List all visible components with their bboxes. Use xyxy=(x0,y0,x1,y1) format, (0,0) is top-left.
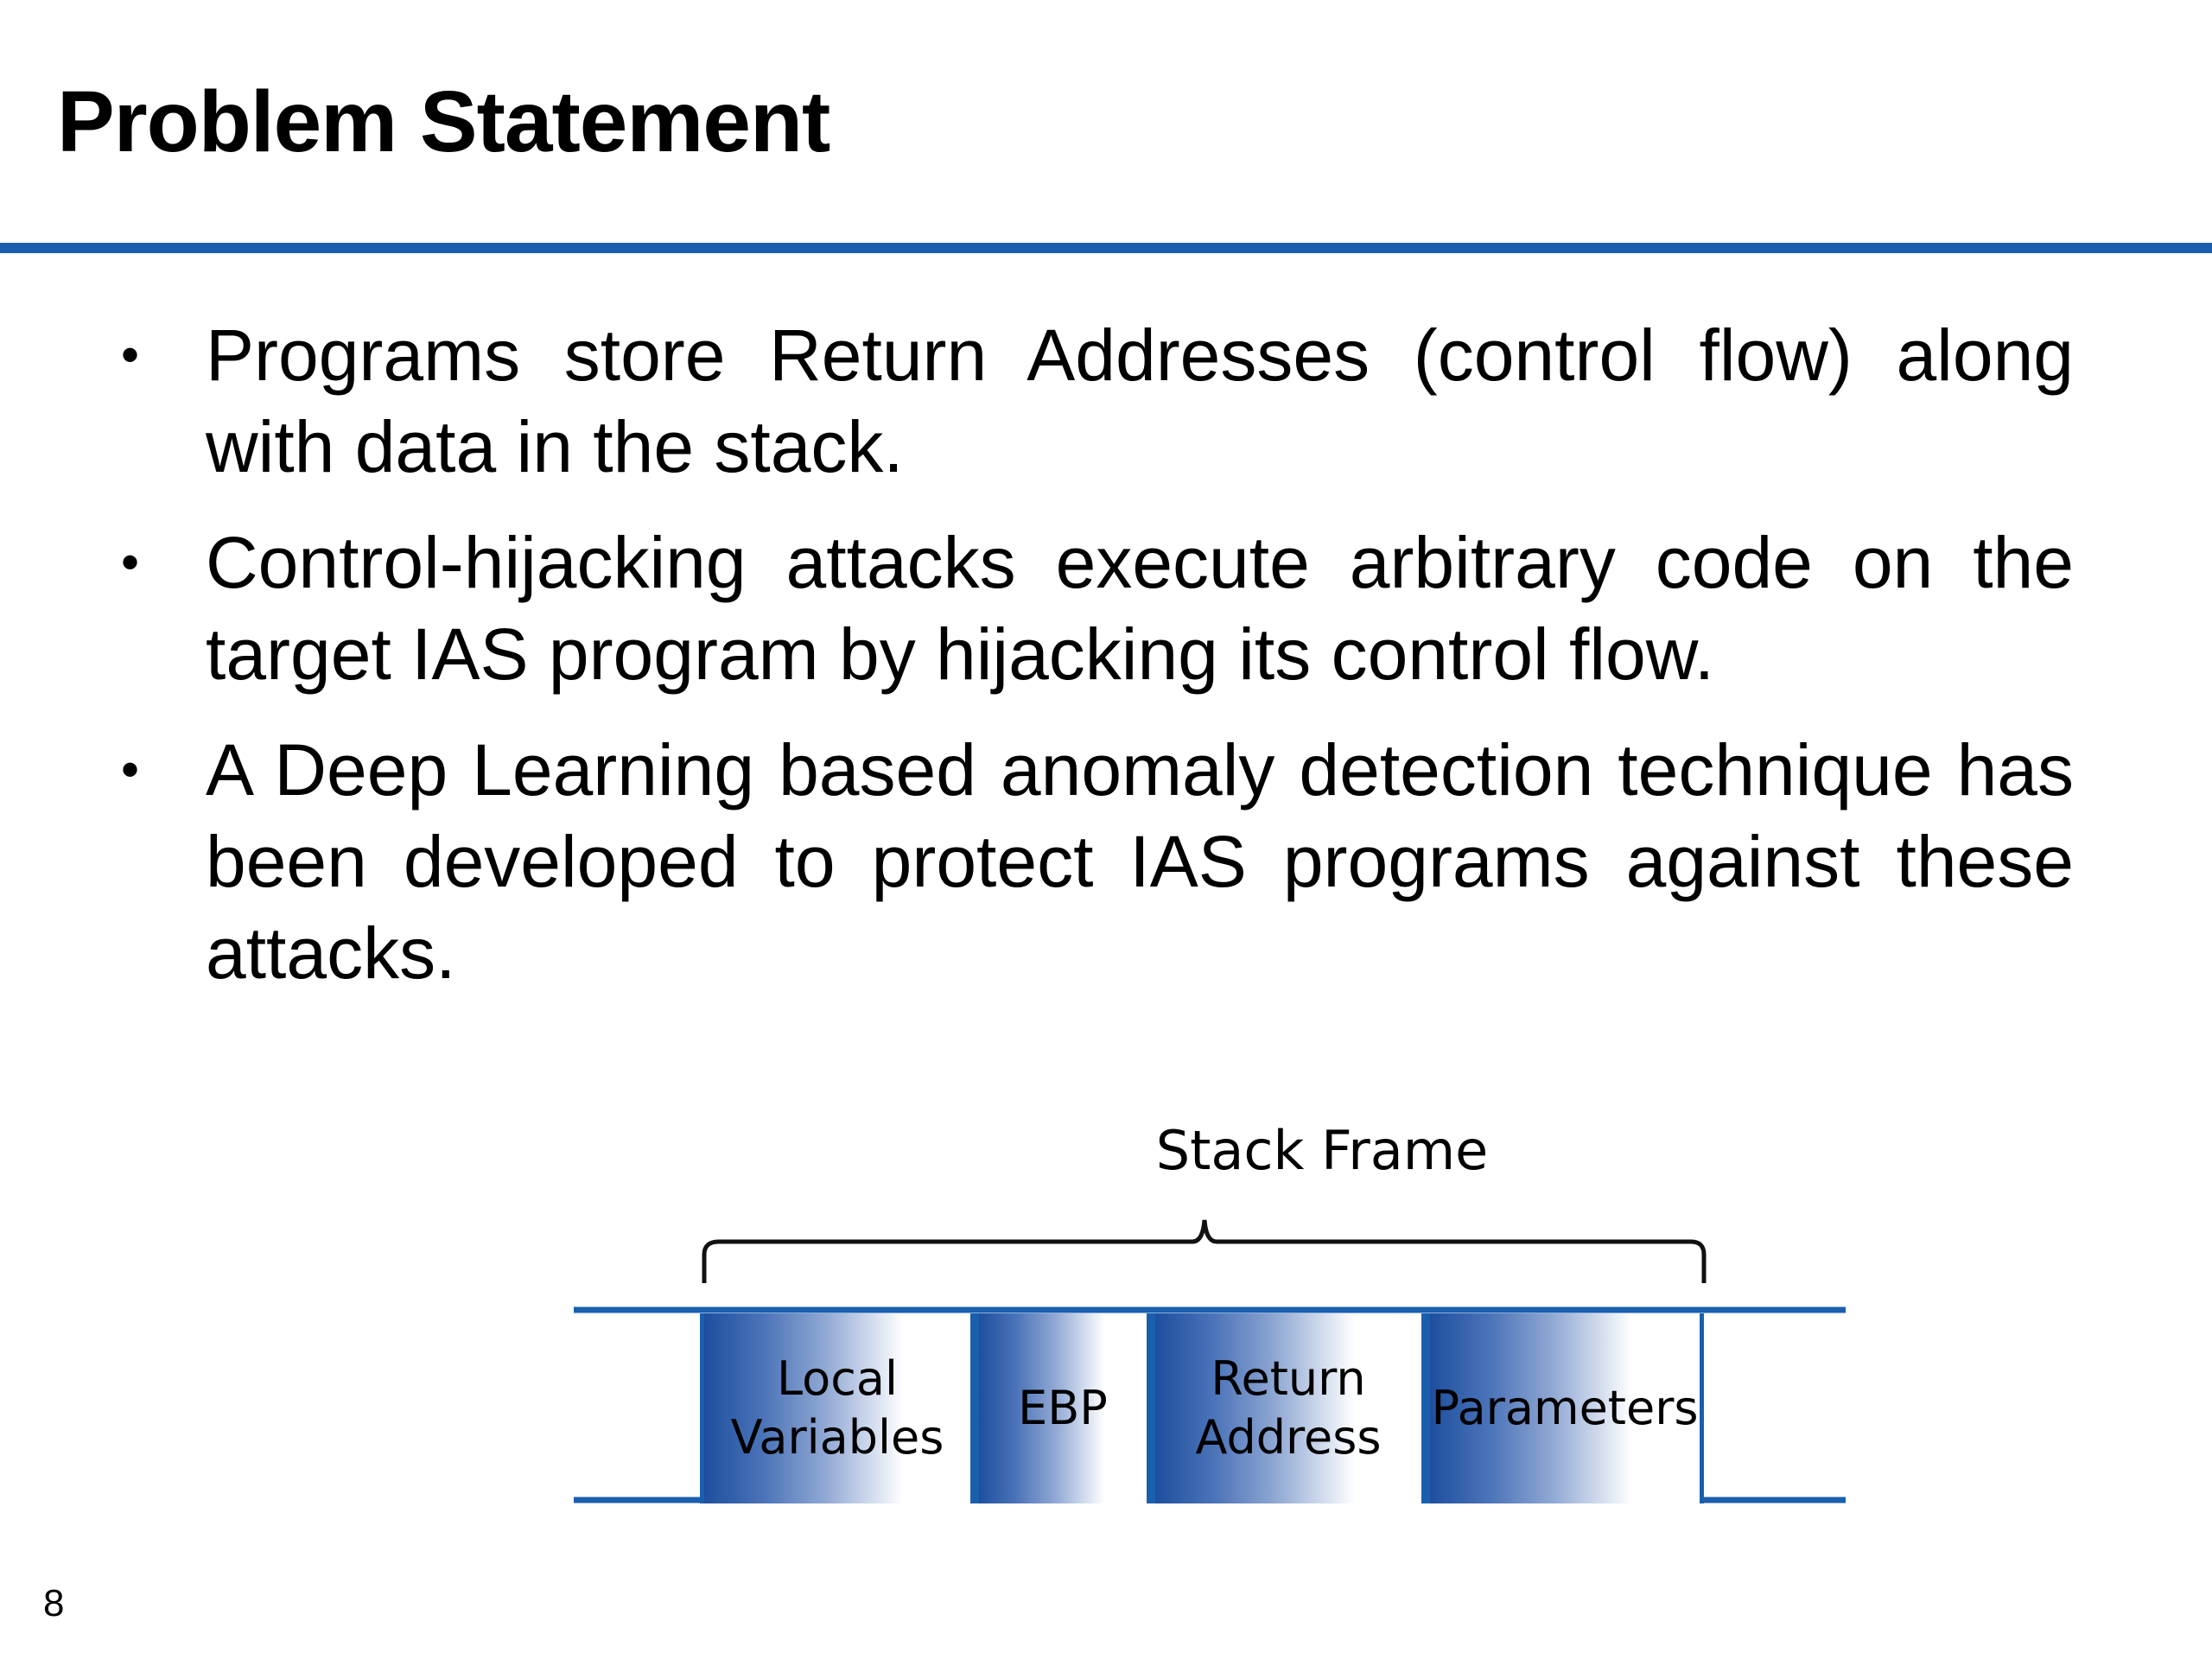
bullet-item: • Programs store Return Addresses (contr… xyxy=(112,309,2074,493)
bullet-marker: • xyxy=(121,326,140,384)
bullet-text: Programs store Return Addresses (control… xyxy=(206,315,2074,487)
slide-title: Problem Statement xyxy=(57,73,830,170)
bullet-text: A Deep Learning based anomaly detection … xyxy=(206,729,2074,994)
bullet-marker: • xyxy=(121,741,140,798)
stack-cell-local-variables: Local Variables xyxy=(700,1313,975,1503)
stack-frame-diagram: Stack Frame Local Variables EBP Return A… xyxy=(570,1115,1849,1512)
bullet-list: • Programs store Return Addresses (contr… xyxy=(112,309,2074,1023)
stack-cell-parameters: Parameters xyxy=(1426,1313,1704,1503)
bullet-item: • A Deep Learning based anomaly detectio… xyxy=(112,724,2074,999)
stack-frame-label: Stack Frame xyxy=(1155,1119,1489,1182)
bullet-marker: • xyxy=(121,533,140,591)
title-divider xyxy=(0,243,2212,253)
stack-cell-return-address: Return Address xyxy=(1151,1313,1426,1503)
stack-cell-ebp: EBP xyxy=(975,1313,1151,1503)
bullet-text: Control-hijacking attacks execute arbitr… xyxy=(206,522,2074,695)
stack-frame-brace xyxy=(702,1219,1707,1283)
page-number: 8 xyxy=(43,1582,65,1624)
bullet-item: • Control-hijacking attacks execute arbi… xyxy=(112,517,2074,700)
